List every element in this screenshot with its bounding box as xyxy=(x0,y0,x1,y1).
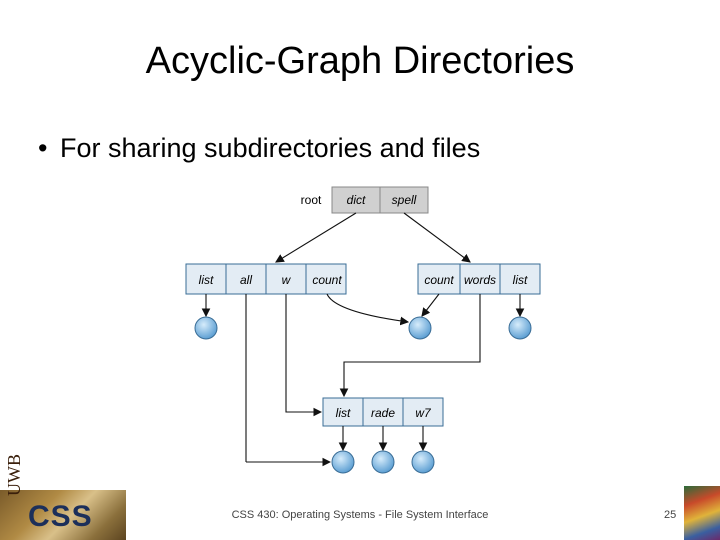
spell-entry-list: list xyxy=(513,273,528,287)
dict-entry-count: count xyxy=(312,273,342,287)
slide-footer: CSS 430: Operating Systems - File System… xyxy=(231,509,489,521)
file-node-spell-list xyxy=(508,316,532,340)
w-entry-rade: rade xyxy=(371,406,395,420)
bullet-dot: • xyxy=(38,133,48,163)
spell-dir-box xyxy=(417,263,541,295)
edge-spell-to-spelldir xyxy=(403,212,471,263)
w-entry-w7: w7 xyxy=(415,406,432,420)
dict-entry-all: all xyxy=(240,273,252,287)
dict-entry-w: w xyxy=(282,273,292,287)
spell-entry-words: words xyxy=(464,273,496,287)
dict-directory: list all w count xyxy=(185,263,347,295)
page-number: 25 xyxy=(664,509,677,521)
root-entry-spell-cell xyxy=(379,186,429,214)
edge-dict-count-to-shared-file xyxy=(326,293,410,326)
file-node-rade xyxy=(371,450,395,474)
graph-edges xyxy=(201,212,525,467)
edge-dict-to-dictdir xyxy=(275,212,357,263)
w-entry-list: list xyxy=(336,406,351,420)
file-node-w7 xyxy=(411,450,435,474)
dict-entry-list: list xyxy=(199,273,214,287)
spell-entry-count: count xyxy=(424,273,454,287)
root-entry-dict: dict xyxy=(347,193,366,207)
file-node-dict-list xyxy=(194,316,218,340)
bullet-text: For sharing subdirectories and files xyxy=(60,133,481,163)
edge-w-to-wdir xyxy=(285,294,323,417)
css-logo-text: CSS xyxy=(28,500,93,533)
uwb-logo-text: UWB xyxy=(4,454,24,496)
file-nodes xyxy=(194,316,532,474)
w-dir-box xyxy=(322,397,444,427)
edge-spell-count-to-shared-file xyxy=(421,293,440,317)
root-entry-spell: spell xyxy=(392,193,417,207)
file-node-shared-count xyxy=(408,316,432,340)
edge-words-to-wdir xyxy=(339,294,481,398)
spell-directory: count words list xyxy=(417,263,541,295)
book-cover-logo xyxy=(684,486,720,540)
root-directory: root dict spell xyxy=(301,186,429,214)
uwb-css-logo: UWB CSS xyxy=(0,454,126,540)
root-label: root xyxy=(301,193,322,207)
bullet-item: • For sharing subdirectories and files xyxy=(38,133,480,164)
w-directory: list rade w7 xyxy=(322,397,444,427)
slide-title: Acyclic-Graph Directories xyxy=(145,40,575,82)
file-node-w-list xyxy=(331,450,355,474)
